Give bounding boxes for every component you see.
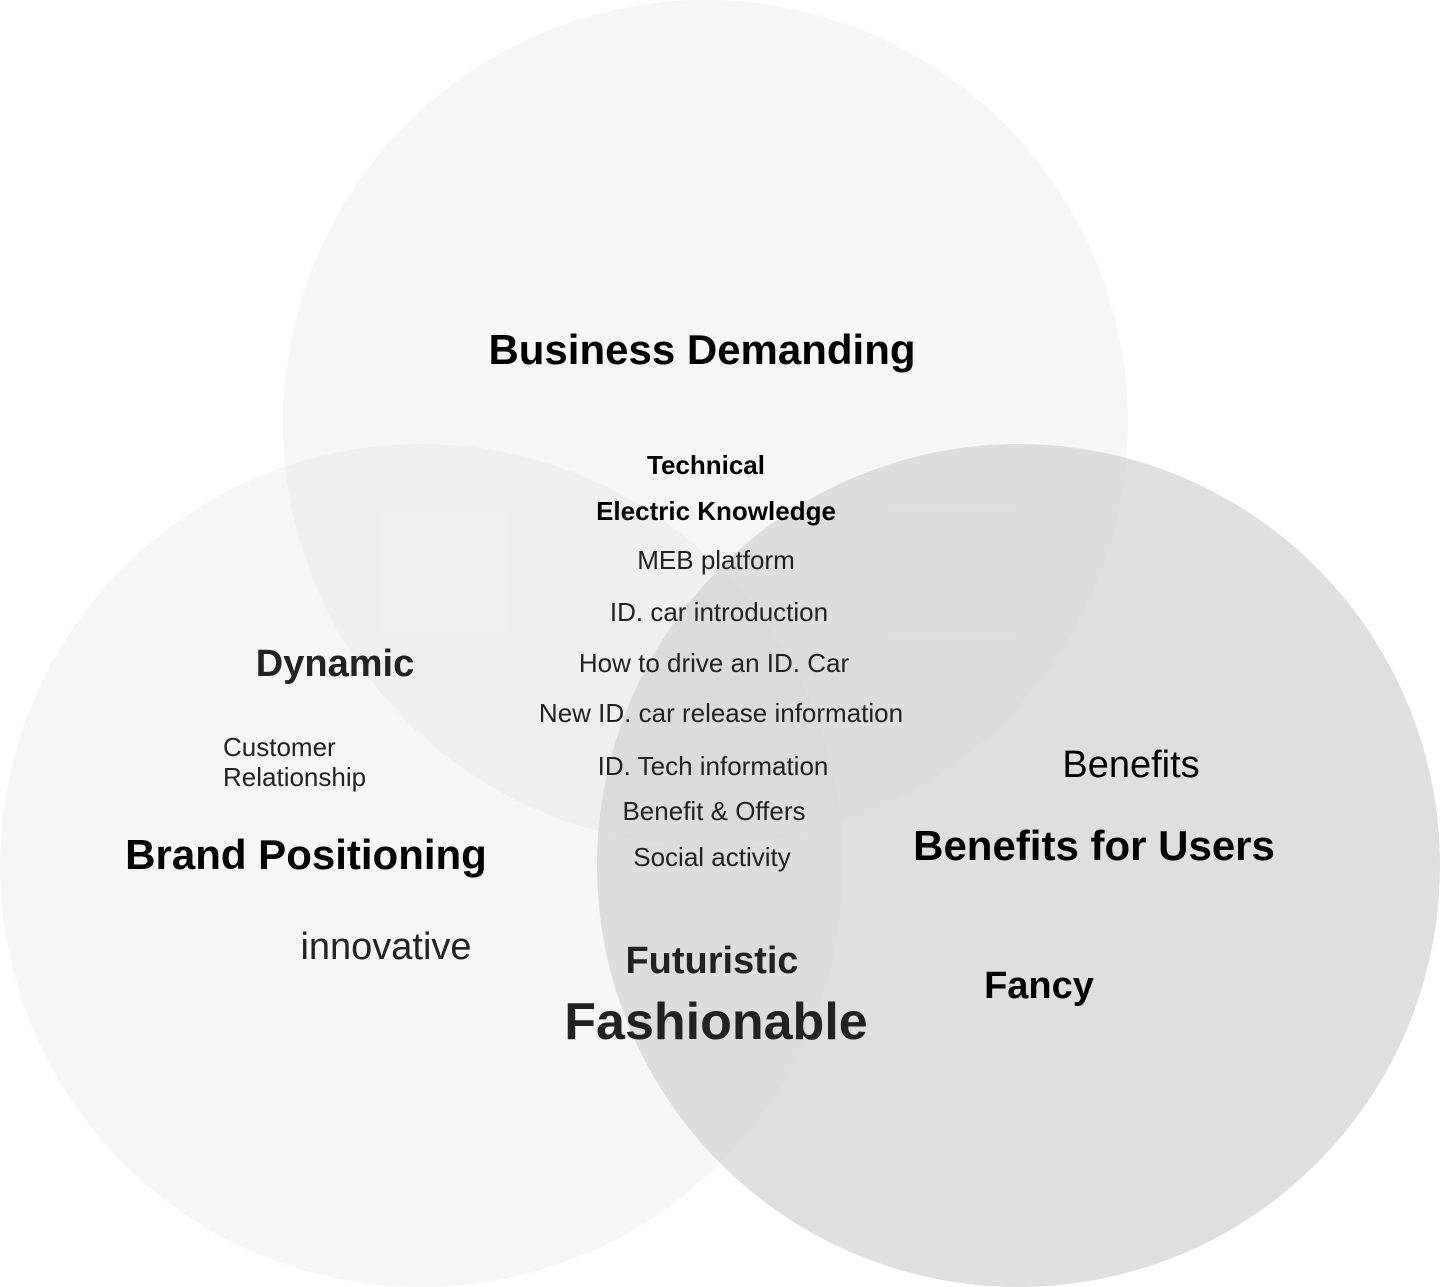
id-car-introduction-label: ID. car introduction bbox=[609, 597, 829, 628]
id-tech-information-label: ID. Tech information bbox=[597, 751, 829, 782]
business-demanding-heading: Business Demanding bbox=[488, 325, 916, 373]
innovative-label: innovative bbox=[300, 926, 472, 969]
fashionable-label: Fashionable bbox=[564, 993, 868, 1052]
customer-relationship-line1: Customer bbox=[223, 732, 336, 763]
technical-label: Technical bbox=[646, 450, 766, 481]
how-to-drive-label: How to drive an ID. Car bbox=[578, 648, 850, 679]
meb-platform-label: MEB platform bbox=[637, 545, 795, 576]
benefits-label: Benefits bbox=[1062, 744, 1200, 787]
new-id-release-label: New ID. car release information bbox=[538, 698, 904, 729]
dynamic-label: Dynamic bbox=[255, 643, 415, 686]
social-activity-label: Social activity bbox=[633, 842, 791, 873]
futuristic-label: Futuristic bbox=[625, 940, 799, 983]
benefits-for-users-heading: Benefits for Users bbox=[913, 821, 1275, 869]
benefits-for-users-circle bbox=[597, 444, 1440, 1287]
customer-relationship-line2: Relationship bbox=[223, 762, 367, 792]
brand-positioning-heading: Brand Positioning bbox=[125, 830, 487, 878]
fancy-label: Fancy bbox=[984, 965, 1094, 1008]
electric-knowledge-label: Electric Knowledge bbox=[596, 496, 836, 527]
customer-relationship-label: Customer Relationship bbox=[223, 732, 367, 793]
benefit-offers-label: Benefit & Offers bbox=[622, 796, 806, 827]
